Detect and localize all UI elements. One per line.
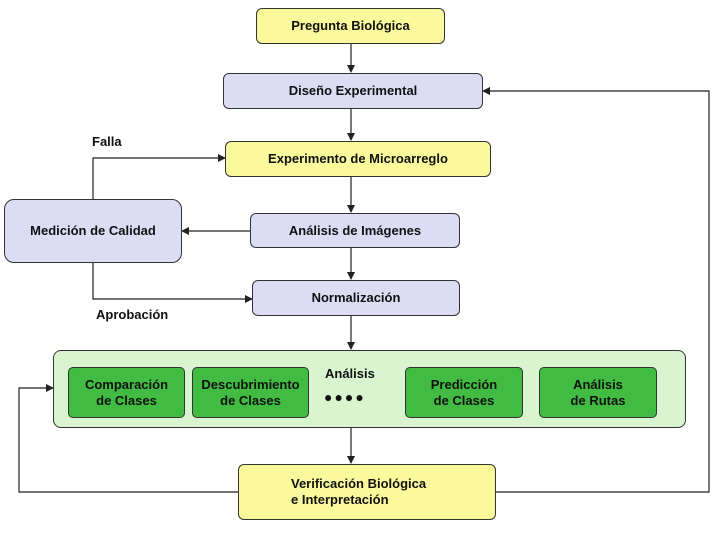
node-medicion-calidad: Medición de Calidad: [4, 199, 182, 263]
node-normalizacion: Normalización: [252, 280, 460, 316]
node-pregunta-biologica: Pregunta Biológica: [256, 8, 445, 44]
analisis-ellipsis: ●●●●: [324, 389, 366, 405]
method-comparacion-clases: Comparación de Clases: [68, 367, 185, 418]
label-falla: Falla: [92, 134, 122, 149]
arrow-loop-to-analisis: [18, 384, 238, 493]
arrow-falla-to-experimento: [92, 154, 226, 199]
node-verificacion-biologica: Verificación Biológica e Interpretación: [238, 464, 496, 520]
arrow-loop-to-diseno: [482, 87, 710, 493]
method-descubrimiento-clases: Descubrimiento de Clases: [192, 367, 309, 418]
node-analisis-imagenes: Análisis de Imágenes: [250, 213, 460, 248]
method-analisis-rutas: Análisis de Rutas: [539, 367, 657, 418]
label-aprobacion: Aprobación: [96, 307, 169, 322]
analisis-panel-title: Análisis: [325, 366, 375, 381]
arrow-aprobacion-to-normalizacion: [92, 263, 253, 303]
node-experimento-microarreglo: Experimento de Microarreglo: [225, 141, 491, 177]
node-diseno-experimental: Diseño Experimental: [223, 73, 483, 109]
method-prediccion-clases: Predicción de Clases: [405, 367, 523, 418]
